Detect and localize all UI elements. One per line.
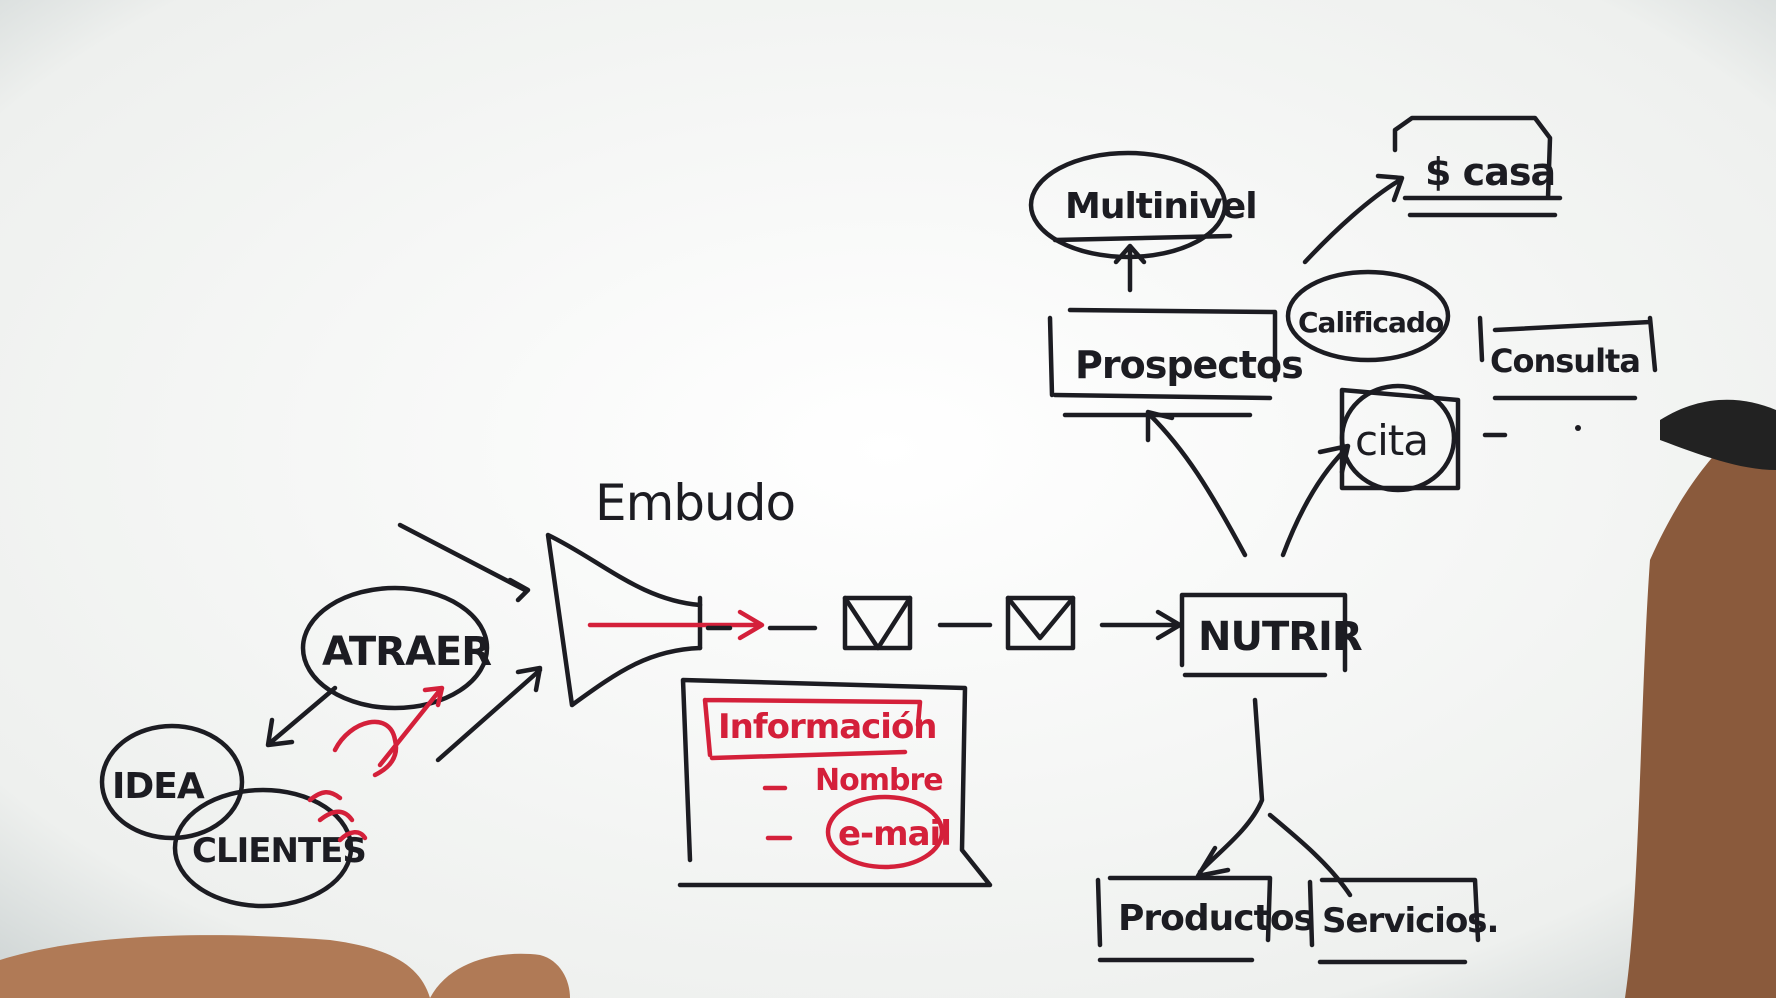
email-label: e-mail xyxy=(838,814,951,854)
calificado-label: Calificado xyxy=(1298,306,1444,339)
nombre-label: Nombre xyxy=(815,763,943,798)
funnel-label: Embudo xyxy=(595,474,795,532)
prospectos-label: Prospectos xyxy=(1075,343,1303,387)
nutrir-box xyxy=(1179,592,1348,678)
funnel-red-arrow xyxy=(587,609,765,641)
cita-label: cita xyxy=(1355,416,1428,465)
prospectos-box xyxy=(1047,307,1278,418)
nutrir-label: NUTRIR xyxy=(1198,614,1362,660)
red-attraction-arrows xyxy=(307,685,445,843)
underline xyxy=(1052,233,1233,243)
arrow-to-servicios xyxy=(1267,812,1353,898)
calificado-ellipse xyxy=(1285,269,1451,363)
cita-box xyxy=(1339,387,1461,491)
clientes-label: CLIENTES xyxy=(192,831,366,871)
arrow-to-casa xyxy=(1302,173,1405,265)
servicios-label: Servicios. xyxy=(1322,901,1498,941)
information-label: Información xyxy=(718,707,937,747)
envelope-icon xyxy=(842,595,913,651)
information-form-box xyxy=(677,677,993,888)
idea-ellipse xyxy=(99,723,245,841)
atraer-ellipse xyxy=(300,585,490,711)
clientes-ellipse xyxy=(172,787,354,909)
multinivel-label: Multinivel xyxy=(1065,186,1257,227)
arrow-atraer-to-idea xyxy=(265,685,338,748)
funnel-shape xyxy=(397,522,703,763)
hand-image xyxy=(0,399,1776,998)
productos-label: Productos xyxy=(1118,898,1314,939)
consulta-label: Consulta xyxy=(1490,342,1640,380)
multinivel-ellipse xyxy=(1028,150,1228,260)
information-header-box xyxy=(702,697,923,761)
envelope-icon xyxy=(1005,595,1076,651)
productos-box xyxy=(1095,875,1273,963)
casa-box xyxy=(1392,115,1563,218)
idea-label: IDEA xyxy=(112,766,205,807)
email-ellipse xyxy=(825,794,945,870)
consulta-box xyxy=(1477,315,1658,401)
casa-label: $ casa xyxy=(1425,150,1555,194)
servicios-box xyxy=(1307,877,1481,965)
atraer-label: ATRAER xyxy=(322,629,491,675)
dot xyxy=(1575,425,1581,431)
